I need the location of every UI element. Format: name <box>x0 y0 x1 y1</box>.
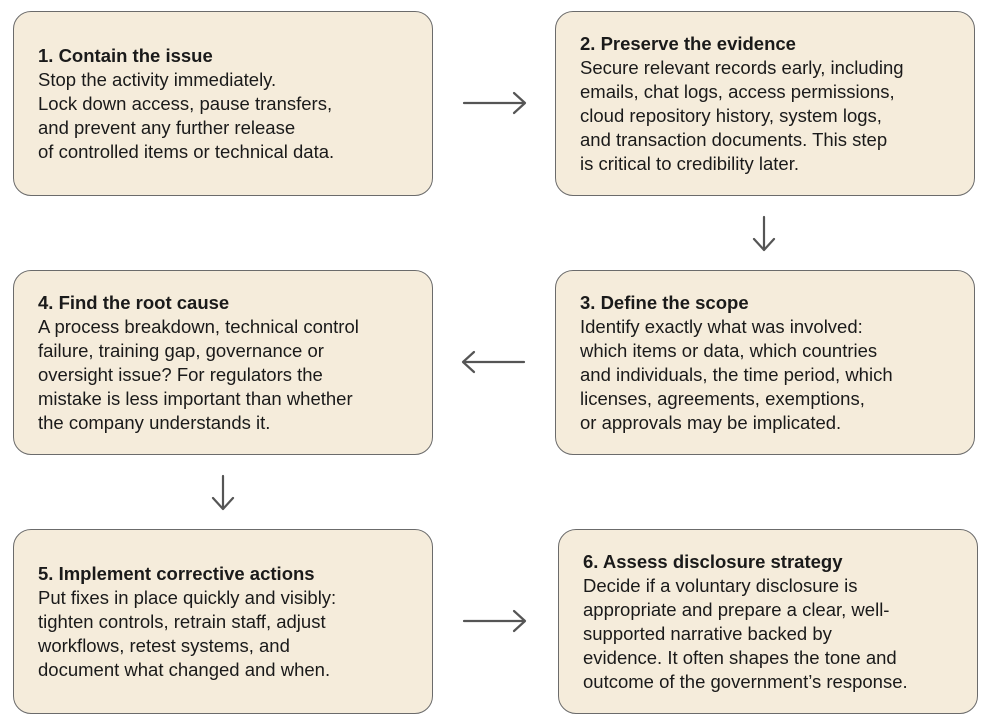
step-5-box: 5. Implement corrective actions Put fixe… <box>13 529 433 714</box>
step-5-title: 5. Implement corrective actions <box>38 562 315 584</box>
step-4-box: 4. Find the root cause A process breakdo… <box>13 270 433 455</box>
step-4-title: 4. Find the root cause <box>38 291 230 313</box>
step-4-line: mistake is less important than whether <box>38 387 353 409</box>
step-2-box: 2. Preserve the evidence Secure relevant… <box>555 11 975 196</box>
step-1-line: of controlled items or technical data. <box>38 140 335 162</box>
step-4-line: A process breakdown, technical control <box>38 315 359 337</box>
arrow-down-icon <box>752 215 776 252</box>
step-3-line: or approvals may be implicated. <box>580 411 842 433</box>
step-4-line: failure, training gap, governance or <box>38 339 324 361</box>
step-5-line: Put fixes in place quickly and visibly: <box>38 586 337 608</box>
step-3-line: which items or data, which countries <box>580 339 878 361</box>
step-6-line: evidence. It often shapes the tone and <box>583 646 897 668</box>
step-3-box: 3. Define the scope Identify exactly wha… <box>555 270 975 455</box>
step-2-line: emails, chat logs, access permissions, <box>580 80 895 102</box>
step-6-line: Decide if a voluntary disclosure is <box>583 574 858 596</box>
arrow-left-icon <box>461 350 526 374</box>
step-2-title: 2. Preserve the evidence <box>580 32 796 54</box>
step-6-line: outcome of the government’s response. <box>583 670 908 692</box>
step-4-text: A process breakdown, technical control f… <box>38 315 420 435</box>
step-5-line: workflows, retest systems, and <box>38 634 290 656</box>
step-2-line: cloud repository history, system logs, <box>580 104 882 126</box>
step-1-title: 1. Contain the issue <box>38 44 213 66</box>
step-3-line: licenses, agreements, exemptions, <box>580 387 865 409</box>
step-4-line: oversight issue? For regulators the <box>38 363 323 385</box>
step-1-box: 1. Contain the issue Stop the activity i… <box>13 11 433 196</box>
step-3-line: and individuals, the time period, which <box>580 363 893 385</box>
step-5-line: document what changed and when. <box>38 658 331 680</box>
step-6-line: supported narrative backed by <box>583 622 832 644</box>
arrow-down-icon <box>211 474 235 511</box>
step-6-line: appropriate and prepare a clear, well- <box>583 598 890 620</box>
step-5-text: Put fixes in place quickly and visibly: … <box>38 586 420 682</box>
step-1-line: and prevent any further release <box>38 116 296 138</box>
step-2-line: Secure relevant records early, including <box>580 56 904 78</box>
step-6-box: 6. Assess disclosure strategy Decide if … <box>558 529 978 714</box>
step-2-text: Secure relevant records early, including… <box>580 56 962 176</box>
step-6-text: Decide if a voluntary disclosure is appr… <box>583 574 965 694</box>
step-3-title: 3. Define the scope <box>580 291 749 313</box>
arrow-right-icon <box>462 91 527 115</box>
step-6-title: 6. Assess disclosure strategy <box>583 550 843 572</box>
step-1-line: Lock down access, pause transfers, <box>38 92 333 114</box>
step-3-line: Identify exactly what was involved: <box>580 315 863 337</box>
step-2-line: is critical to credibility later. <box>580 152 799 174</box>
step-1-text: Stop the activity immediately. Lock down… <box>38 68 420 164</box>
step-5-line: tighten controls, retrain staff, adjust <box>38 610 326 632</box>
step-3-text: Identify exactly what was involved: whic… <box>580 315 962 435</box>
arrow-right-icon <box>462 609 527 633</box>
step-4-line: the company understands it. <box>38 411 271 433</box>
step-1-line: Stop the activity immediately. <box>38 68 277 90</box>
step-2-line: and transaction documents. This step <box>580 128 888 150</box>
